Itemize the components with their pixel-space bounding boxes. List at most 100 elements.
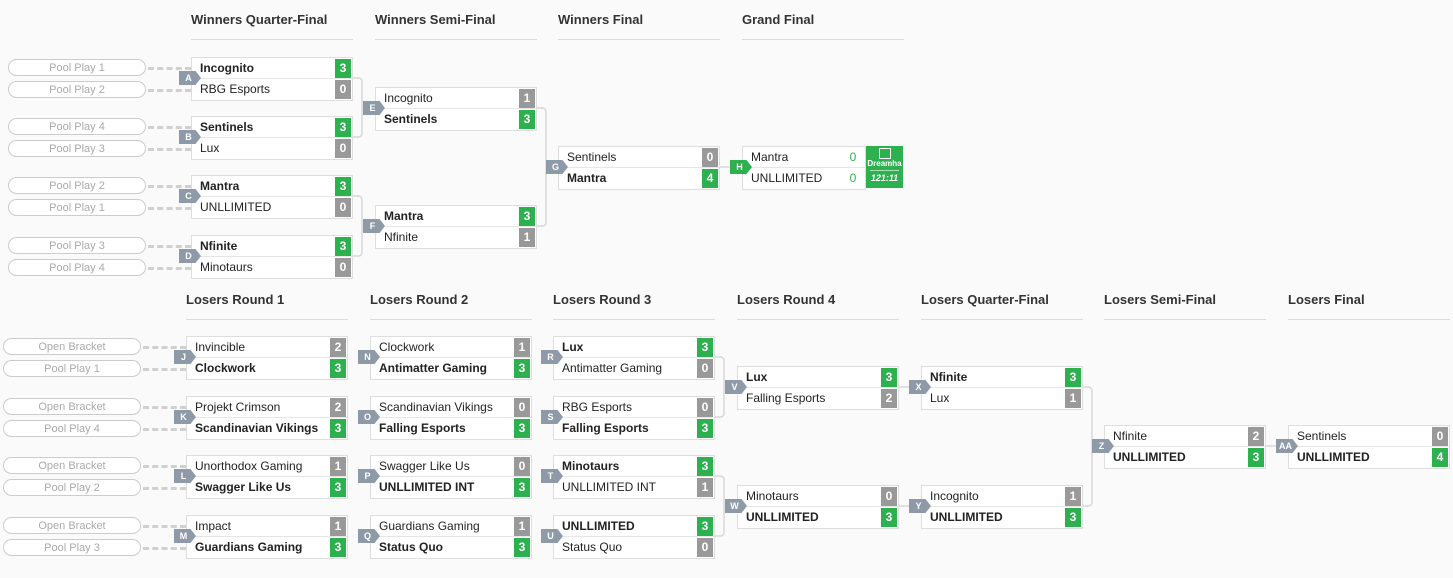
pool-source[interactable]: Pool Play 1 bbox=[8, 59, 146, 76]
team-name: Incognito bbox=[200, 61, 254, 75]
pool-source[interactable]: Pool Play 4 bbox=[8, 259, 146, 276]
pool-source[interactable]: Pool Play 4 bbox=[8, 118, 146, 135]
team-name: UNLLIMITED INT bbox=[379, 480, 475, 494]
pool-source[interactable]: Pool Play 3 bbox=[8, 237, 146, 254]
pool-source[interactable]: Open Bracket bbox=[3, 457, 141, 474]
pool-source[interactable]: Pool Play 3 bbox=[8, 140, 146, 157]
pool-source[interactable]: Pool Play 1 bbox=[3, 360, 141, 377]
pool-source[interactable]: Open Bracket bbox=[3, 398, 141, 415]
team-name: Minotaurs bbox=[200, 260, 253, 274]
pool-source[interactable]: Pool Play 1 bbox=[8, 199, 146, 216]
pool-source[interactable]: Pool Play 3 bbox=[3, 539, 141, 556]
pool-source[interactable]: Pool Play 4 bbox=[3, 420, 141, 437]
match-label-tag: K bbox=[174, 410, 196, 424]
pool-source[interactable]: Pool Play 2 bbox=[8, 177, 146, 194]
pool-source[interactable]: Pool Play 2 bbox=[3, 479, 141, 496]
pool-source[interactable]: Open Bracket bbox=[3, 517, 141, 534]
pool-source[interactable]: Pool Play 2 bbox=[8, 81, 146, 98]
pool-source[interactable]: Open Bracket bbox=[3, 338, 141, 355]
